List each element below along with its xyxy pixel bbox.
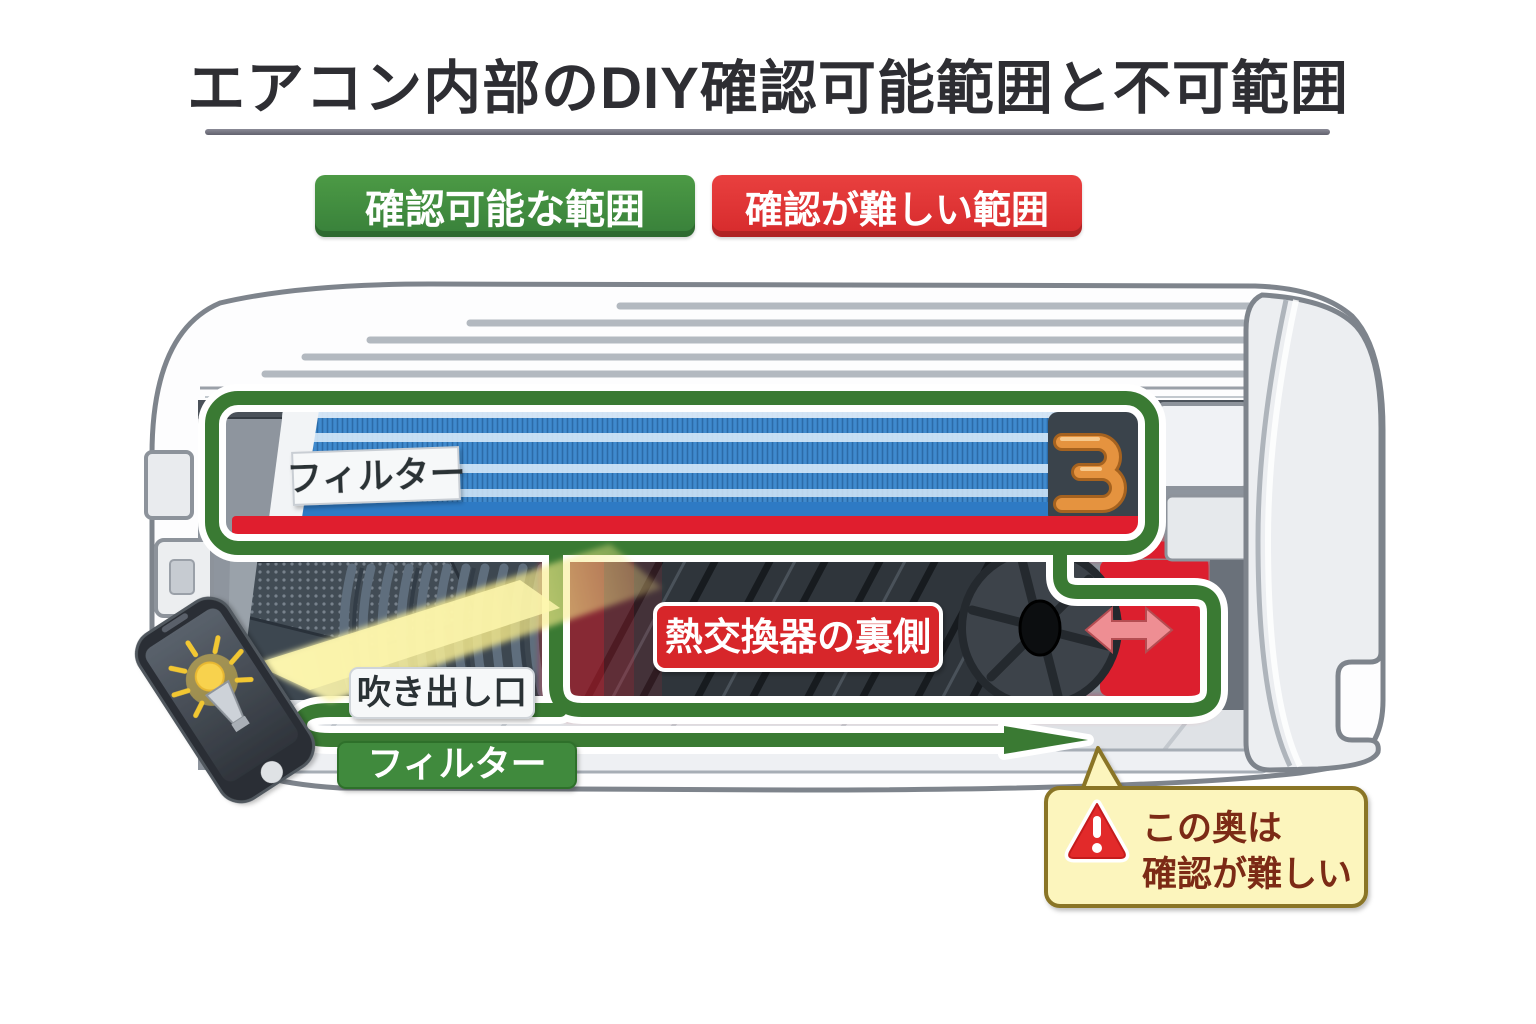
label-outlet: 吹き出し口 <box>349 667 535 719</box>
legend-badge-ok: 確認可能な範囲 <box>315 175 695 237</box>
label-filter-top: フィルター <box>286 446 467 506</box>
legend-badge-ng: 確認が難しい範囲 <box>712 175 1082 237</box>
label-filter-bottom: フィルター <box>337 741 577 789</box>
end-cap-seam <box>1255 299 1293 768</box>
warning-callout: この奥は 確認が難しい <box>1044 746 1368 908</box>
legend-badge-ng-label: 確認が難しい範囲 <box>744 189 1049 232</box>
warning-exclamation-dot <box>1092 843 1102 853</box>
right-block-upper <box>1156 402 1250 490</box>
label-heat-exchanger-text: 熱交換器の裏側 <box>665 616 931 659</box>
ok-path-arrowhead-icon <box>1004 726 1088 754</box>
beam-core <box>254 580 560 690</box>
right-block-lower <box>1164 494 1254 562</box>
filter-highlight-top <box>298 408 1146 418</box>
filter-band-1 <box>298 433 1146 442</box>
filter-band-2 <box>298 464 1146 473</box>
end-cap-shell <box>1243 292 1384 773</box>
legend-badge-ok-label: 確認可能な範囲 <box>365 188 645 232</box>
label-outlet-bg <box>349 667 535 719</box>
fan-spokes <box>967 555 1113 701</box>
coil-pipe-highlight <box>1060 437 1102 471</box>
end-cap <box>1243 292 1384 773</box>
label-heat-exchanger-back: 熱交換器の裏側 <box>653 602 943 672</box>
smartphone <box>134 596 316 804</box>
label-filter-bottom-text: フィルター <box>367 743 546 784</box>
label-heat-exchanger-bg <box>653 602 943 672</box>
title-underline <box>205 129 1330 135</box>
red-divider-stripe <box>232 516 1148 536</box>
top-vent-slats <box>261 302 1314 378</box>
callout-line1: この奥は <box>1142 809 1282 848</box>
fan-hub <box>1018 599 1062 657</box>
warning-exclamation-bar <box>1093 816 1101 838</box>
wall-tab-upper <box>144 450 194 520</box>
phone-home-button <box>260 761 283 784</box>
ok-loop-filter <box>205 391 1159 555</box>
warning-triangle-icon <box>1064 799 1130 863</box>
phone-speaker <box>161 613 188 633</box>
airflow-double-arrow-icon <box>1084 605 1174 655</box>
callout-box <box>1044 786 1368 908</box>
label-filter-bottom-bg <box>337 741 577 789</box>
label-filter-top-bg <box>291 446 461 506</box>
wall-tab-lower-inner <box>169 559 195 595</box>
coil-pipe <box>1056 436 1124 510</box>
label-outlet-text: 吹き出し口 <box>357 674 527 712</box>
callout-line2: 確認が難しい <box>1142 855 1352 894</box>
filter-band-3 <box>298 489 1146 497</box>
page-title: エアコン内部のDIY確認可能範囲と不可範囲 <box>187 56 1349 121</box>
ok-wrap-red-zone <box>549 541 1221 717</box>
flashlight-icon <box>168 635 254 733</box>
label-filter-top-text: フィルター <box>286 452 467 499</box>
flashlight-tip <box>231 715 250 733</box>
end-cap-seam-highlight <box>1264 299 1303 768</box>
flashlight-rays <box>168 635 254 718</box>
flashlight-beam <box>254 544 662 702</box>
